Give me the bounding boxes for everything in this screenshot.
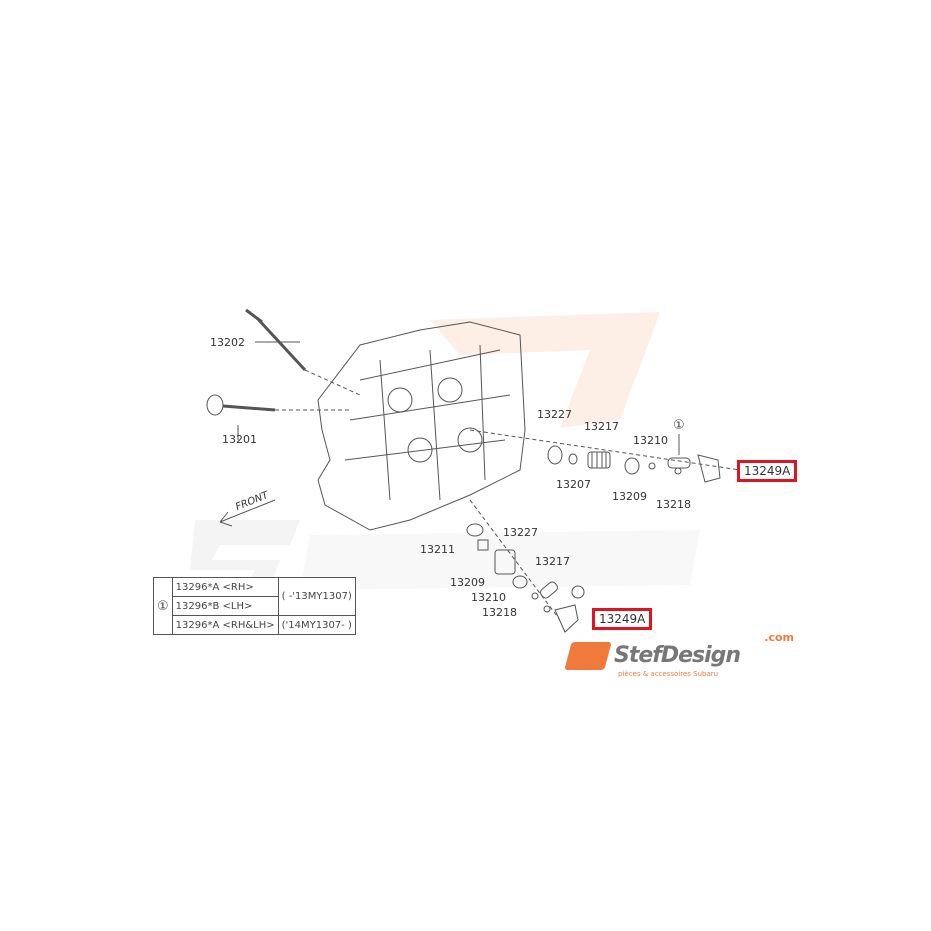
part-label: 13218	[482, 606, 517, 619]
part-label: 13202	[210, 336, 245, 349]
legend-range: ( -'13MY1307)	[277, 577, 356, 616]
legend-range: ('14MY1307- )	[277, 615, 356, 635]
logo-tagline: pièces & accessoires Subaru	[618, 670, 719, 678]
part-label: 13227	[537, 408, 572, 421]
part-label: 13209	[612, 490, 647, 503]
highlighted-part-label: 13249A	[737, 460, 798, 482]
part-label: 13218	[656, 498, 691, 511]
part-label: 13227	[503, 526, 538, 539]
part-label: 13209	[450, 576, 485, 589]
legend-symbol: ①	[153, 577, 173, 635]
stefdesign-logo: .com StefDesign pièces & accessoires Sub…	[564, 631, 798, 682]
part-label: 13210	[633, 434, 668, 447]
watermark-logo	[430, 312, 660, 428]
part-label: 13207	[556, 478, 591, 491]
part-label: 13210	[471, 591, 506, 604]
cylinder-head	[317, 321, 526, 531]
logo-mark	[564, 642, 612, 670]
highlighted-part-label: 13249A	[592, 608, 653, 630]
logo-brand: StefDesign	[614, 643, 741, 668]
part-label: 13217	[584, 420, 619, 433]
legend-part: 13296*A <RH&LH>	[171, 615, 279, 635]
legend-table: ① 13296*A <RH> ( -'13MY1307) 13296*B <LH…	[153, 577, 356, 635]
logo-domain: .com	[764, 631, 794, 644]
legend-part: 13296*B <LH>	[171, 596, 279, 616]
part-label: 13217	[535, 555, 570, 568]
legend-part: 13296*A <RH>	[171, 577, 279, 597]
part-label: 13211	[420, 543, 455, 556]
part-label: 13201	[222, 433, 257, 446]
callout-symbol: ①	[673, 418, 685, 433]
